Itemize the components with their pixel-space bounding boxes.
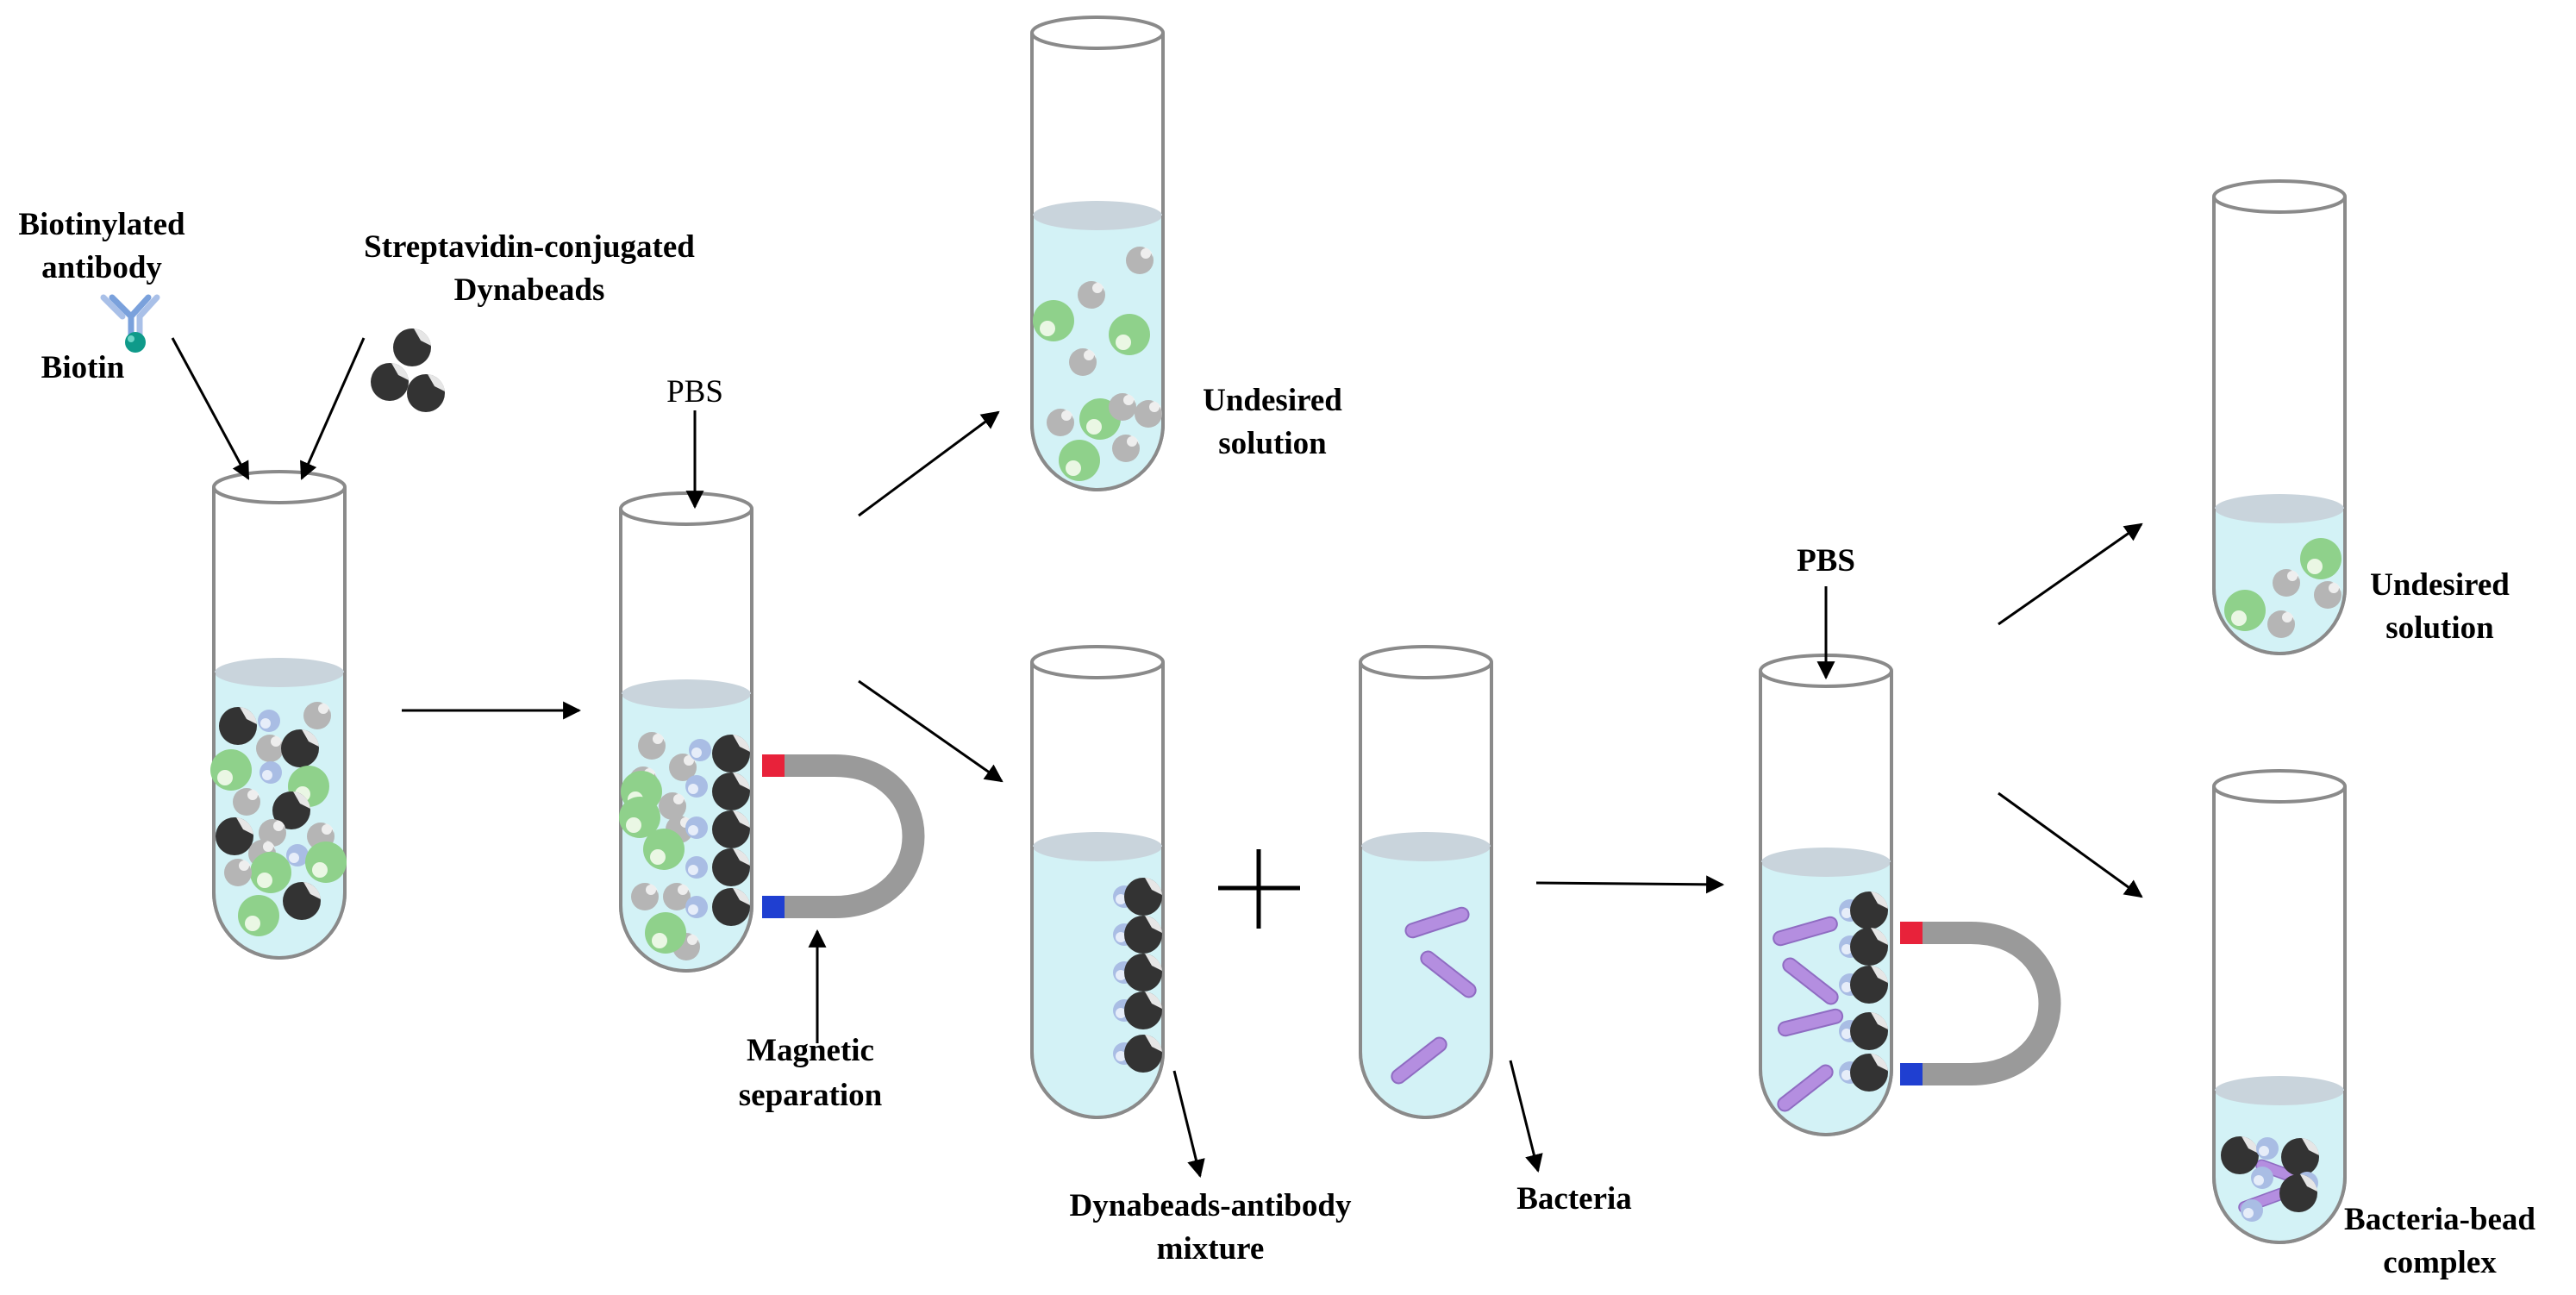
arrow-to-complex [1998, 791, 2143, 898]
arrow-beads-to-tube [300, 337, 366, 480]
label-magnetic-line1: Magnetic [747, 1033, 874, 1068]
tube-initial-mix [210, 470, 347, 960]
label-dynabeads-mixture-line1: Dynabeads-antibody [1070, 1188, 1352, 1223]
label-biotin: Biotin [41, 350, 125, 385]
plus-icon [1218, 849, 1300, 929]
tube-bacteria [1359, 645, 1493, 1119]
label-undesired-2-line1: Undesired [2370, 567, 2510, 603]
label-bacteria: Bacteria [1516, 1181, 1632, 1217]
arrow-tube5-to-tube6 [1535, 875, 1725, 894]
dynabeads-icon [371, 328, 445, 412]
magnet-1 [762, 754, 925, 918]
label-undesired-2-line2: solution [2385, 610, 2494, 646]
arrow-to-undesired-1 [858, 410, 1000, 517]
biotin-icon [125, 332, 146, 353]
label-streptavidin-line1: Streptavidin-conjugated [364, 229, 695, 265]
arrow-to-undesired-2 [1998, 522, 2143, 626]
arrow-antibody-to-tube [171, 337, 250, 480]
label-biotinylated-antibody-line1: Biotinylated [18, 207, 185, 242]
arrows [171, 337, 2143, 1179]
tube-undesired-solution-1 [1030, 16, 1165, 491]
magnet-2 [1900, 922, 2061, 1085]
label-pbs-2: PBS [1797, 543, 1855, 579]
tube-undesired-solution-2 [2212, 179, 2347, 655]
label-undesired-1-line2: solution [1218, 426, 1327, 461]
tube-magnetic-separation [619, 491, 753, 973]
label-streptavidin-line2: Dynabeads [454, 272, 605, 308]
tube-bacteria-bead-complex [2212, 769, 2347, 1244]
label-complex-line1: Bacteria-bead [2344, 1202, 2535, 1237]
label-magnetic-line2: separation [739, 1078, 883, 1113]
tube-binding [1759, 654, 1893, 1136]
label-biotinylated-antibody-line2: antibody [41, 250, 162, 285]
label-pbs-1: PBS [666, 374, 723, 410]
arrow-tube5-label [1509, 1060, 1543, 1173]
tube-dynabeads-antibody [1030, 645, 1165, 1119]
label-dynabeads-mixture-line2: mixture [1157, 1231, 1265, 1267]
arrow-to-dynabeads-mixture [858, 679, 1004, 783]
label-undesired-1-line1: Undesired [1203, 383, 1342, 418]
arrow-tube4-label [1172, 1070, 1205, 1179]
label-complex-line2: complex [2383, 1245, 2497, 1280]
